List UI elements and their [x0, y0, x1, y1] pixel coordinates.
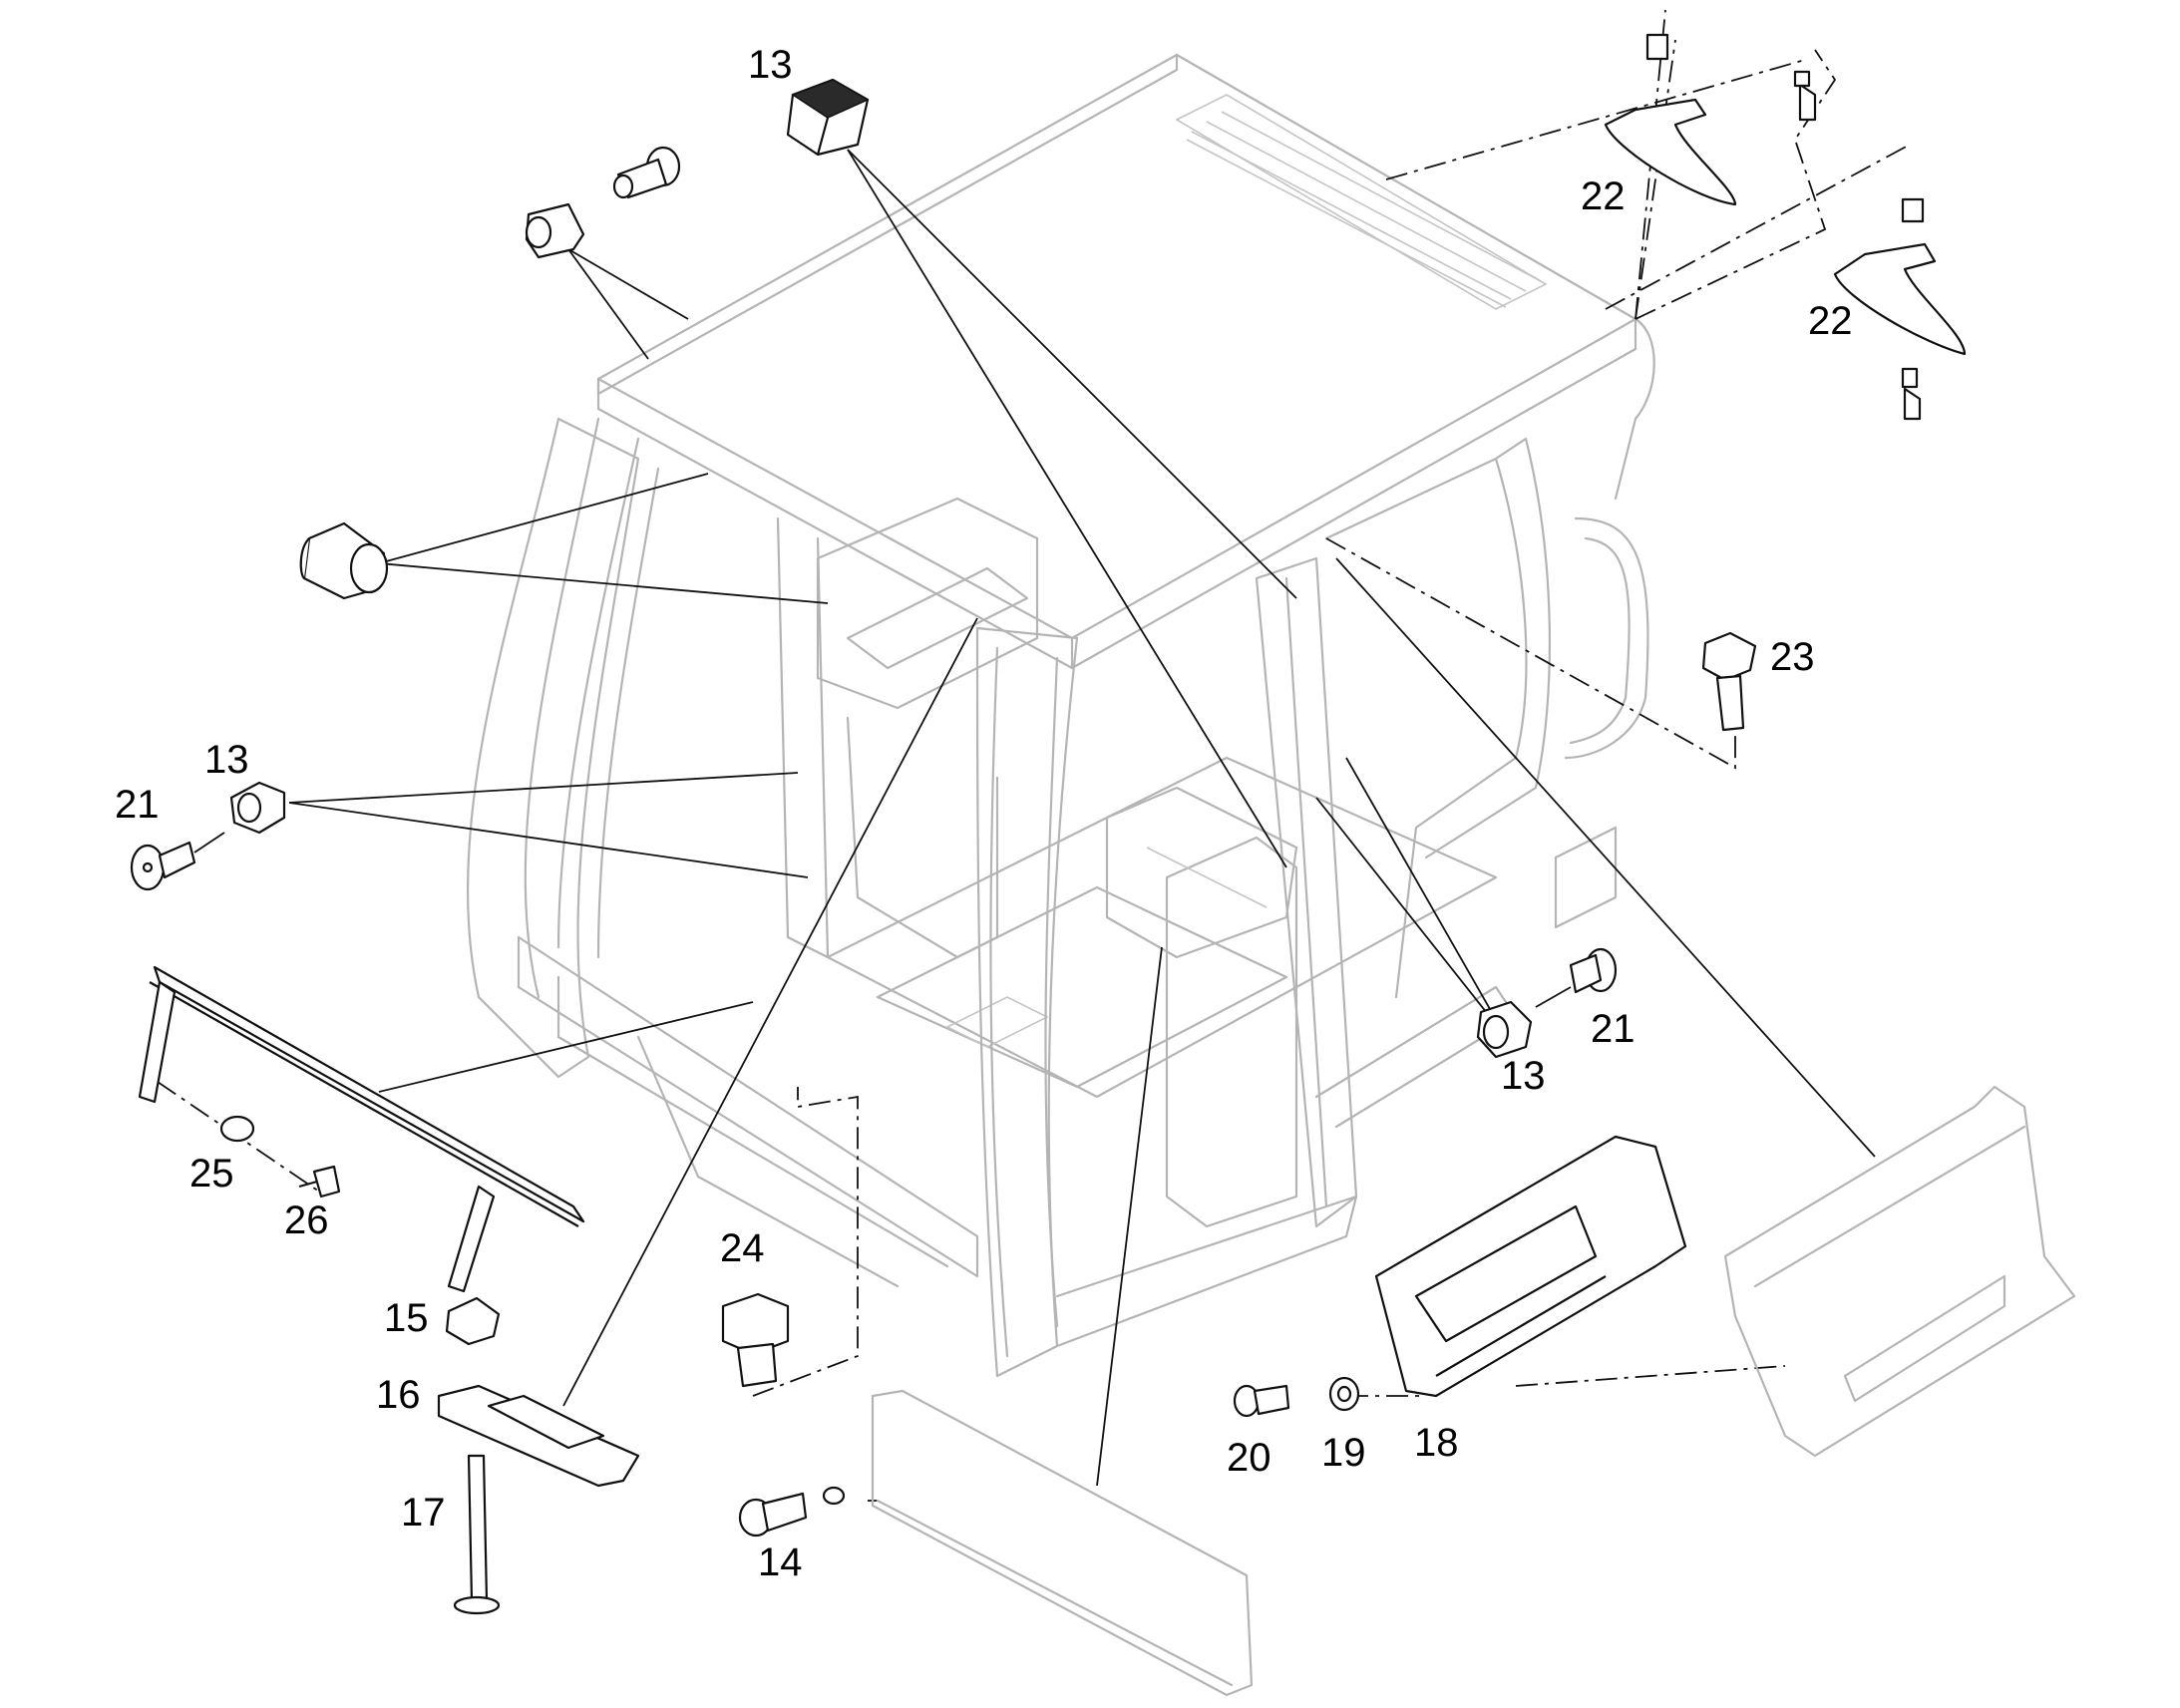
bolt-24 [721, 1292, 790, 1388]
bracket-lower-right [1723, 1085, 2076, 1458]
hex-nut-13-top [786, 78, 870, 157]
roof-vent-grille [1175, 94, 1548, 310]
hex-nut-13-left [229, 781, 286, 835]
bolt-20 [1233, 1384, 1290, 1418]
callout-labels: 13 22 22 23 13 21 21 13 25 26 24 15 16 1… [115, 43, 1853, 1584]
callout-19: 19 [1321, 1431, 1366, 1475]
clip-22-upper [1604, 33, 1817, 206]
callout-20: 20 [1227, 1436, 1272, 1480]
bolt-23 [1701, 631, 1757, 732]
rod-17 [453, 1454, 501, 1615]
cap-left-large [299, 521, 389, 600]
callout-21-right: 21 [1591, 1007, 1635, 1051]
sleeve-nut-top-left [525, 202, 585, 259]
callout-14: 14 [758, 1540, 803, 1584]
callout-13-right: 13 [1501, 1054, 1546, 1098]
leader-lines [288, 149, 1876, 1487]
clip-22-lower [1833, 197, 1967, 421]
step-ladder-left [138, 965, 585, 1293]
callout-17: 17 [401, 1491, 446, 1535]
callout-25: 25 [189, 1152, 234, 1196]
washer-19 [1328, 1376, 1360, 1412]
bolt-21-right [1535, 947, 1618, 1008]
callout-22-upper: 22 [1581, 174, 1626, 218]
bolt-14 [738, 1486, 846, 1537]
callout-23: 23 [1770, 635, 1815, 679]
callout-13-left: 13 [204, 738, 249, 782]
washer-25 [219, 1115, 255, 1143]
assembly-lines [157, 9, 1911, 1502]
cage-nut-15 [445, 1296, 501, 1346]
callout-16: 16 [376, 1373, 421, 1417]
callout-26: 26 [284, 1198, 329, 1242]
screw-26 [298, 1165, 341, 1198]
hex-nut-13-right [1476, 1000, 1533, 1059]
callout-24: 24 [720, 1226, 765, 1270]
callout-13-top: 13 [748, 43, 793, 87]
cab-frame [467, 53, 1655, 1378]
panel-lower-front [871, 1389, 1254, 1697]
plug-top-left [612, 146, 681, 199]
callout-22-lower: 22 [1808, 299, 1853, 343]
bolt-21-left [130, 832, 225, 891]
callout-21-left: 21 [115, 783, 160, 827]
bracket-18 [1374, 1135, 1687, 1398]
plate-16 [437, 1384, 640, 1488]
callout-15: 15 [384, 1296, 429, 1340]
callout-18: 18 [1414, 1421, 1459, 1465]
